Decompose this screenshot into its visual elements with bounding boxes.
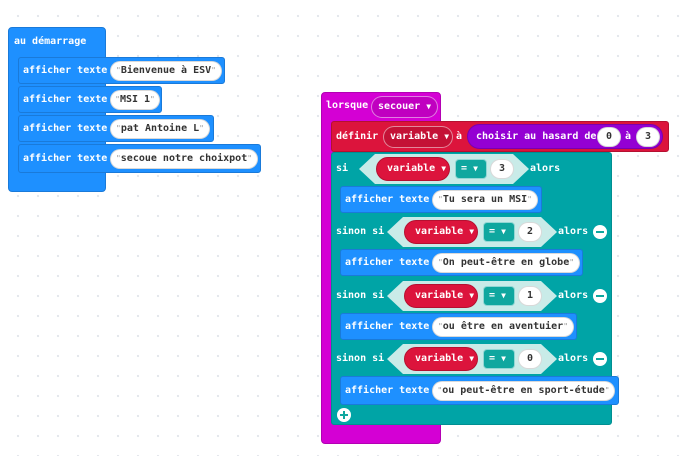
quote-mark: " <box>116 66 121 75</box>
show-string-block[interactable]: afficher texte "Tu sera un MSI" <box>340 186 542 213</box>
show-string-block[interactable]: afficher texte "ou être en aventuier" <box>340 313 577 340</box>
quote-mark: " <box>247 154 253 163</box>
compare-value-input[interactable]: 3 <box>490 159 514 179</box>
text-input[interactable]: "MSI 1" <box>110 90 160 110</box>
caret-down-icon: ▼ <box>501 291 506 300</box>
else-if-keyword: sinon si <box>336 226 385 237</box>
set-variable-block[interactable]: définir variable ▼ à choisir au hasard d… <box>331 121 669 152</box>
show-string-block[interactable]: afficher texte "secoue notre choixpot" <box>18 144 261 173</box>
quote-mark: " <box>199 124 204 133</box>
variable-reporter[interactable]: variable ▼ <box>376 157 450 181</box>
quote-mark: " <box>527 195 532 204</box>
quote-mark: " <box>150 95 155 104</box>
operator-dropdown[interactable]: = ▼ <box>455 159 487 179</box>
show-string-label: afficher texte <box>23 94 108 105</box>
caret-down-icon: ▼ <box>469 291 475 300</box>
caret-down-icon: ▼ <box>444 132 450 141</box>
show-string-block[interactable]: afficher texte "Bienvenue à ESV" <box>18 57 225 84</box>
gesture-dropdown[interactable]: secouer ▼ <box>371 96 438 118</box>
minus-circle-icon[interactable] <box>593 289 607 303</box>
variable-reporter[interactable]: variable ▼ <box>404 284 478 308</box>
plus-circle-icon[interactable] <box>337 408 351 422</box>
text-input[interactable]: "pat Antoine L" <box>110 119 210 139</box>
random-label: choisir au hasard de <box>476 131 597 142</box>
show-string-label: afficher texte <box>345 321 430 332</box>
random-max-input[interactable]: 3 <box>636 127 660 147</box>
on-start-label: au démarrage <box>14 36 87 47</box>
caret-down-icon: ▼ <box>469 227 475 236</box>
variable-reporter[interactable]: variable ▼ <box>404 347 478 371</box>
caret-down-icon: ▼ <box>473 164 478 173</box>
caret-down-icon: ▼ <box>441 164 447 173</box>
quote-mark: " <box>437 322 443 331</box>
show-string-label: afficher texte <box>23 123 108 134</box>
random-block[interactable]: choisir au hasard de 0 à 3 <box>467 124 663 149</box>
caret-down-icon: ▼ <box>469 354 475 363</box>
show-string-label: afficher texte <box>345 194 430 205</box>
operator-dropdown[interactable]: = ▼ <box>483 349 515 369</box>
comparison-block[interactable]: variable ▼ = ▼ 1 <box>387 281 557 311</box>
quote-mark: " <box>115 95 120 104</box>
quote-mark: " <box>569 258 575 267</box>
then-keyword: alors <box>558 353 589 364</box>
on-gesture-label: lorsque <box>326 100 369 111</box>
else-if-keyword: sinon si <box>336 290 385 301</box>
set-keyword: définir <box>336 131 379 142</box>
show-string-block[interactable]: afficher texte "On peut-être en globe" <box>340 249 583 276</box>
text-input[interactable]: "Tu sera un MSI" <box>432 190 538 210</box>
variable-dropdown[interactable]: variable ▼ <box>383 126 453 148</box>
quote-mark: " <box>115 154 121 163</box>
quote-mark: " <box>437 386 443 395</box>
then-keyword: alors <box>558 226 589 237</box>
random-to-keyword: à <box>625 131 632 142</box>
if-keyword: si <box>336 163 349 174</box>
text-input[interactable]: "secoue notre choixpot" <box>110 149 258 169</box>
operator-dropdown[interactable]: = ▼ <box>483 222 515 242</box>
show-string-label: afficher texte <box>23 153 108 164</box>
quote-mark: " <box>438 195 443 204</box>
show-string-label: afficher texte <box>23 65 108 76</box>
text-input[interactable]: "ou être en aventuier" <box>432 317 574 337</box>
show-string-block[interactable]: afficher texte "pat Antoine L" <box>18 115 214 142</box>
caret-down-icon: ▼ <box>426 102 432 111</box>
minus-circle-icon[interactable] <box>593 225 607 239</box>
text-input[interactable]: "On peut-être en globe" <box>432 253 580 273</box>
compare-value-input[interactable]: 2 <box>518 222 542 242</box>
comparison-block[interactable]: variable ▼ = ▼ 2 <box>387 217 557 247</box>
quote-mark: " <box>211 66 216 75</box>
then-keyword: alors <box>558 290 589 301</box>
variable-reporter[interactable]: variable ▼ <box>404 220 478 244</box>
show-string-block[interactable]: afficher texte "ou peut-être en sport-ét… <box>340 376 619 405</box>
comparison-block[interactable]: variable ▼ = ▼ 0 <box>387 344 557 374</box>
text-input[interactable]: "Bienvenue à ESV" <box>110 61 222 81</box>
quote-mark: " <box>116 124 121 133</box>
then-keyword: alors <box>530 163 561 174</box>
show-string-label: afficher texte <box>345 385 430 396</box>
caret-down-icon: ▼ <box>501 227 506 236</box>
operator-dropdown[interactable]: = ▼ <box>483 286 515 306</box>
show-string-block[interactable]: afficher texte "MSI 1" <box>18 86 162 113</box>
comparison-block[interactable]: variable ▼ = ▼ 3 <box>359 154 529 184</box>
else-if-keyword: sinon si <box>336 353 385 364</box>
minus-circle-icon[interactable] <box>593 352 607 366</box>
compare-value-input[interactable]: 1 <box>518 286 542 306</box>
quote-mark: " <box>563 322 569 331</box>
show-string-label: afficher texte <box>345 257 430 268</box>
compare-value-input[interactable]: 0 <box>518 349 542 369</box>
text-input[interactable]: "ou peut-être en sport-étude" <box>432 381 615 401</box>
random-min-input[interactable]: 0 <box>597 127 621 147</box>
to-keyword: à <box>456 131 463 142</box>
caret-down-icon: ▼ <box>501 354 506 363</box>
quote-mark: " <box>437 258 443 267</box>
quote-mark: " <box>604 386 610 395</box>
